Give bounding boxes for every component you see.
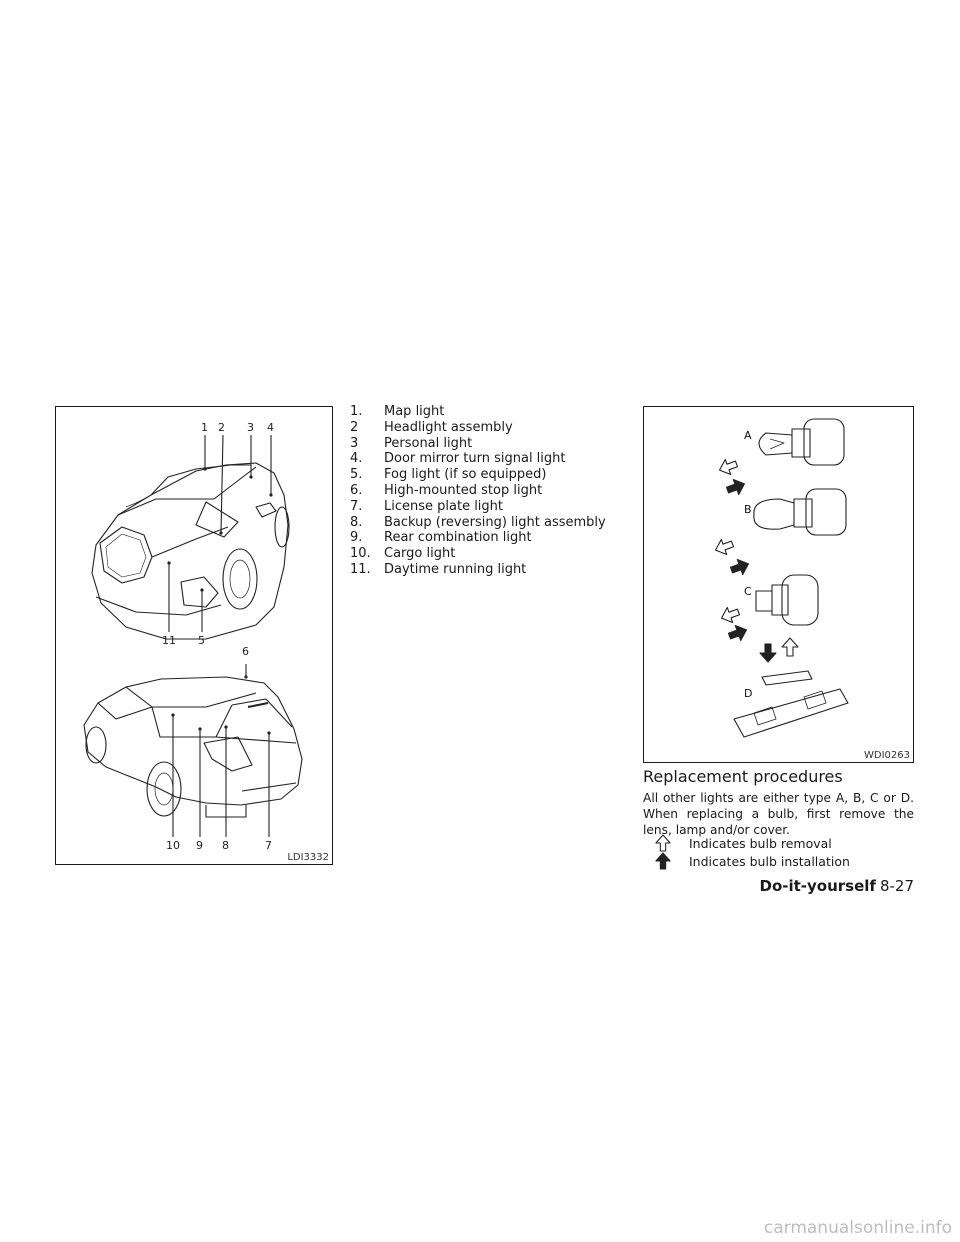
callout-11: 11 [162,634,176,647]
legend-item: 5.Fog light (if so equipped) [350,467,547,483]
legend-item: 1.Map light [350,404,445,419]
indicator-removal: Indicates bulb removal [655,834,832,852]
callout-6: 6 [242,645,249,658]
figure-code-left: LDI3332 [287,852,329,863]
footer-section-name: Do-it-yourself [759,877,876,895]
callout-3: 3 [247,421,254,434]
indicator-removal-label: Indicates bulb removal [689,835,832,851]
bulb-type-b-label: B [744,503,752,516]
bulb-type-d-label: D [744,687,753,700]
vehicle-lights-figure: 1 2 3 4 11 5 6 10 9 8 7 LDI3332 [55,406,333,865]
page-number: 8-27 [879,877,914,895]
section-title: Replacement procedures [643,767,843,786]
legend-item: 11.Daytime running light [350,561,527,577]
bulb-illustration [712,418,849,738]
legend-item: 7.License plate light [350,498,504,514]
callout-9: 9 [196,839,203,852]
callout-10: 10 [166,839,180,852]
bulb-type-c-label: C [744,585,752,598]
legend-item: 9.Rear combination light [350,530,532,546]
callout-7: 7 [265,839,272,852]
callout-4: 4 [267,421,274,434]
watermark: carmanualsonline.info [763,1218,952,1238]
vehicle-illustration [83,434,303,837]
callout-1: 1 [201,421,208,434]
section-body: All other lights are either type A, B, C… [643,791,914,837]
indicator-installation-label: Indicates bulb installation [689,853,850,869]
bulb-types-figure: A B C D WDI0263 [643,406,914,763]
figure-code-right: WDI0263 [864,750,910,761]
legend-item: 4.Door mirror turn signal light [350,451,566,467]
indicator-installation: Indicates bulb installation [655,852,850,870]
callout-8: 8 [222,839,229,852]
legend-item: 6.High-mounted stop light [350,482,543,498]
bulb-type-a-label: A [744,429,752,442]
solid-arrow-icon [655,852,671,870]
callout-2: 2 [218,421,225,434]
callout-5: 5 [198,634,205,647]
legend-item: 10.Cargo light [350,546,456,562]
outline-arrow-icon [655,834,671,852]
legend-item: 8.Backup (reversing) light assembly [350,514,606,530]
